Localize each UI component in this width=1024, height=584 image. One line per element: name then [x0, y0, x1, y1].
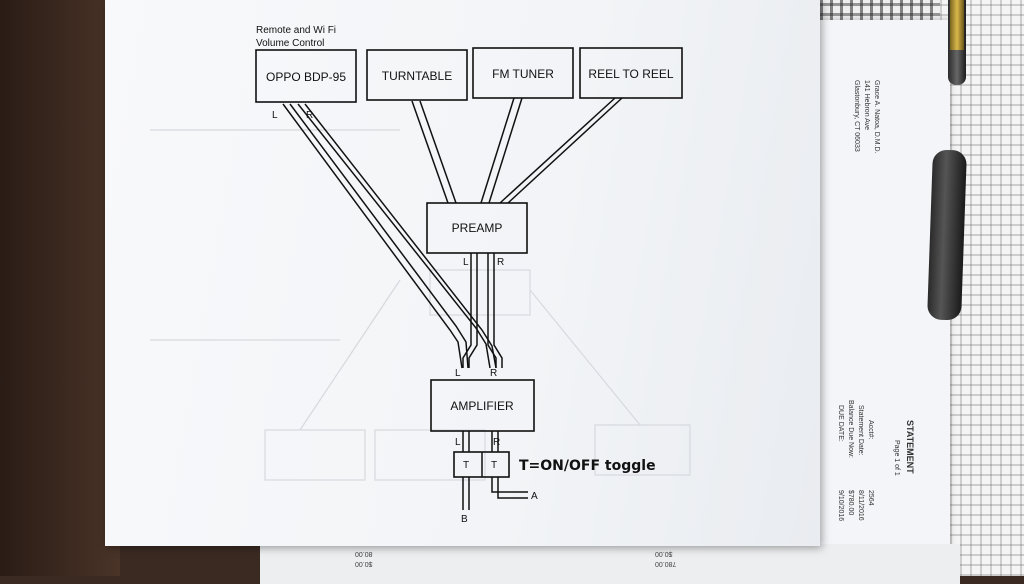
source-label-oppo: OPPO BDP-95: [266, 70, 346, 84]
pen-gold-band: [950, 0, 964, 50]
toggle-left-label: T: [463, 460, 469, 471]
oppo-right-label: R: [306, 110, 313, 121]
amp-out-right-label: R: [493, 437, 500, 448]
source-box-turntable: [366, 49, 468, 101]
wooden-desk: [0, 0, 120, 576]
source-to-preamp-cables: [411, 97, 623, 204]
toggle-box: [453, 451, 510, 478]
output-cables: [462, 477, 528, 510]
source-box-oppo: [255, 49, 357, 103]
source-box-reel-to-reel: [579, 47, 683, 99]
amp-out-left-label: L: [455, 437, 461, 448]
output-a-label: A: [531, 491, 538, 502]
preamp-left-label: L: [463, 257, 469, 268]
source-label-reel-to-reel: REEL TO REEL: [588, 67, 673, 81]
toggle-right-label: T: [491, 460, 497, 471]
show-through-ghost: [150, 129, 691, 481]
diagram-paper: [105, 0, 820, 546]
preamp-label: PREAMP: [452, 221, 503, 235]
amp-in-left-label: L: [455, 368, 461, 379]
preamp-to-amplifier-cables: [462, 253, 503, 368]
amp-in-right-label: R: [490, 368, 497, 379]
oppo-left-label: L: [272, 110, 278, 121]
oppo-cables: [282, 103, 497, 369]
toggle-note: T=ON/OFF toggle: [519, 458, 656, 474]
amplifier-label: AMPLIFIER: [450, 399, 514, 413]
note-line-2: Volume Control: [256, 38, 324, 49]
source-label-turntable: TURNTABLE: [382, 69, 452, 83]
note-line-1: Remote and Wi Fi: [256, 25, 336, 36]
amplifier-box: [430, 379, 535, 432]
preamp-right-label: R: [497, 257, 504, 268]
amp-to-toggle-cables: [462, 431, 499, 452]
source-box-fm-tuner: [472, 47, 574, 99]
output-b-label: B: [461, 514, 468, 525]
source-label-fm-tuner: FM TUNER: [492, 67, 554, 81]
